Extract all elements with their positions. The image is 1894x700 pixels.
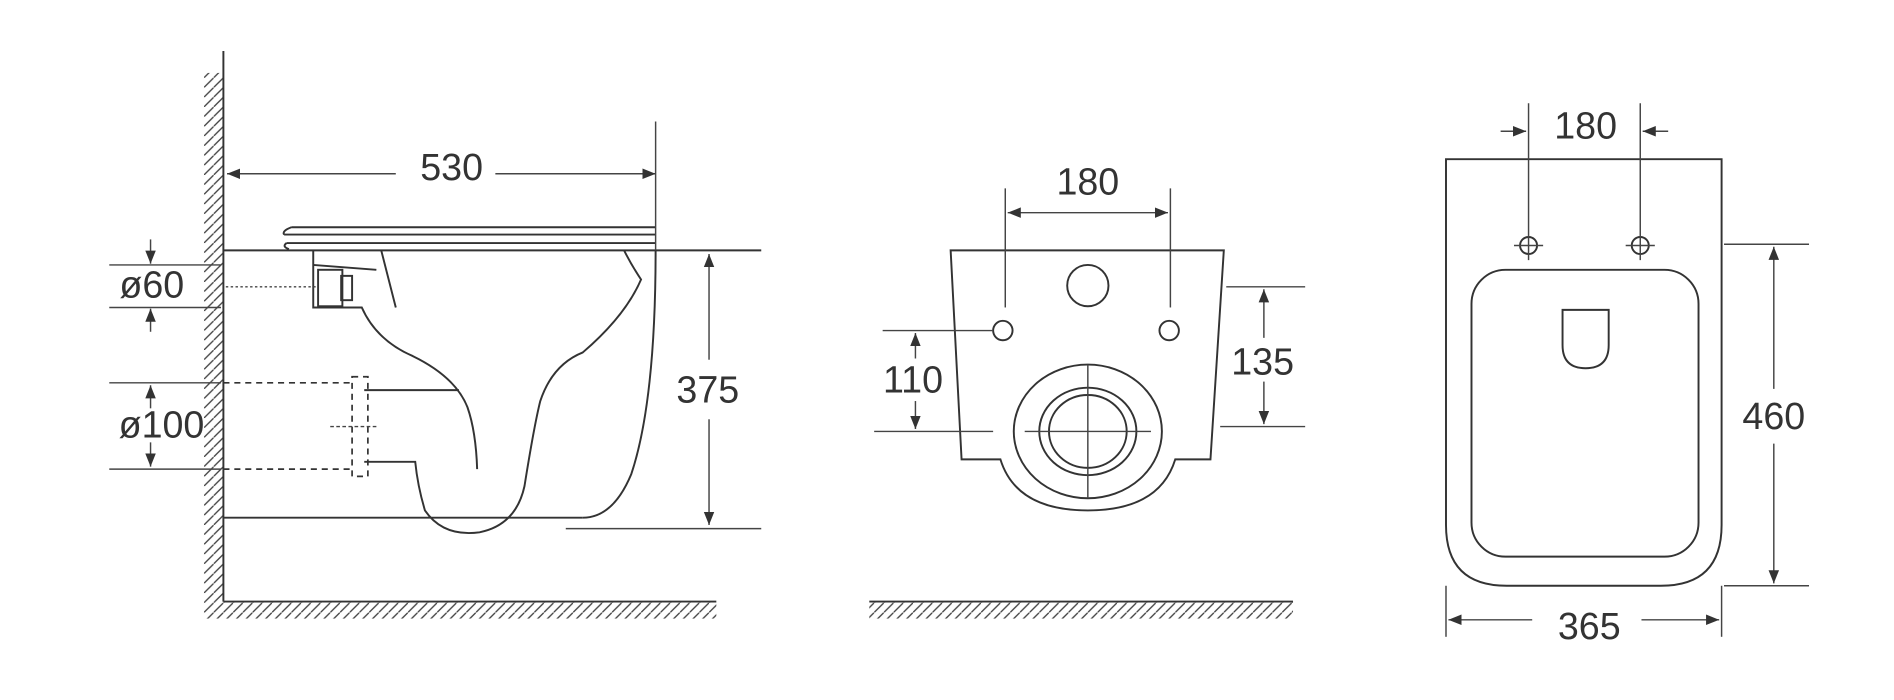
dim-top-bolt-spacing: 180: [1554, 105, 1617, 147]
seat-lid: [282, 226, 656, 251]
dim-width: 365: [1558, 605, 1621, 647]
flush-inlet: [1066, 263, 1110, 308]
bowl-inner: [312, 250, 479, 470]
seat-tab: [1561, 308, 1610, 370]
bolt-hole-left: [992, 319, 1014, 342]
dim-bolt-height: 110: [883, 359, 943, 401]
front-outline: [949, 249, 1225, 512]
dim-outlet-diameter: ø100: [119, 403, 205, 445]
floor-hatch: [869, 601, 1294, 619]
dim-outlet-height: 135: [1231, 340, 1294, 382]
dim-height: 375: [676, 368, 739, 410]
seat-opening: [1470, 268, 1700, 558]
top-outline: [1445, 158, 1723, 587]
inlet-fitting: [317, 268, 344, 308]
front-view: 180 110 135: [869, 160, 1306, 619]
side-view: 530 375 ø60 ø100: [109, 51, 762, 619]
bowl-outer: [582, 250, 657, 519]
floor-hatch: [203, 601, 717, 619]
dim-bolt-spacing: 180: [1056, 160, 1119, 202]
bolt-hole-right: [1158, 319, 1180, 342]
bowl-trap: [364, 249, 643, 534]
wall-hatch: [203, 72, 224, 602]
inlet: [313, 250, 397, 308]
top-view: 180 460 365: [1445, 103, 1810, 647]
dim-length: 460: [1742, 395, 1805, 437]
inlet-fitting-cap: [340, 274, 354, 302]
dim-width: 530: [420, 146, 483, 188]
dim-inlet-diameter: ø60: [119, 264, 184, 306]
